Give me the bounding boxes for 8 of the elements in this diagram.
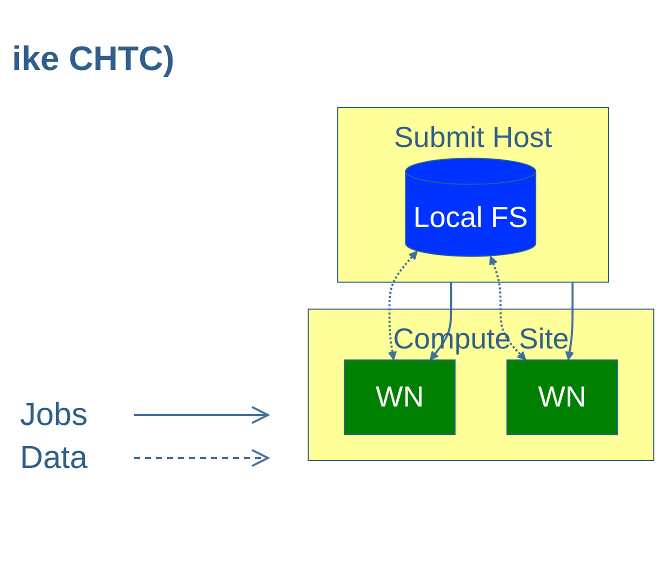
node-box: WN bbox=[506, 359, 618, 436]
arrow bbox=[489, 256, 526, 360]
arrow bbox=[388, 250, 418, 360]
legend-label: Jobs bbox=[20, 396, 89, 433]
slide-title: ike CHTC) bbox=[12, 40, 174, 79]
arrow bbox=[565, 282, 574, 360]
legend-label: Data bbox=[20, 439, 89, 476]
node-box: WN bbox=[344, 359, 456, 436]
